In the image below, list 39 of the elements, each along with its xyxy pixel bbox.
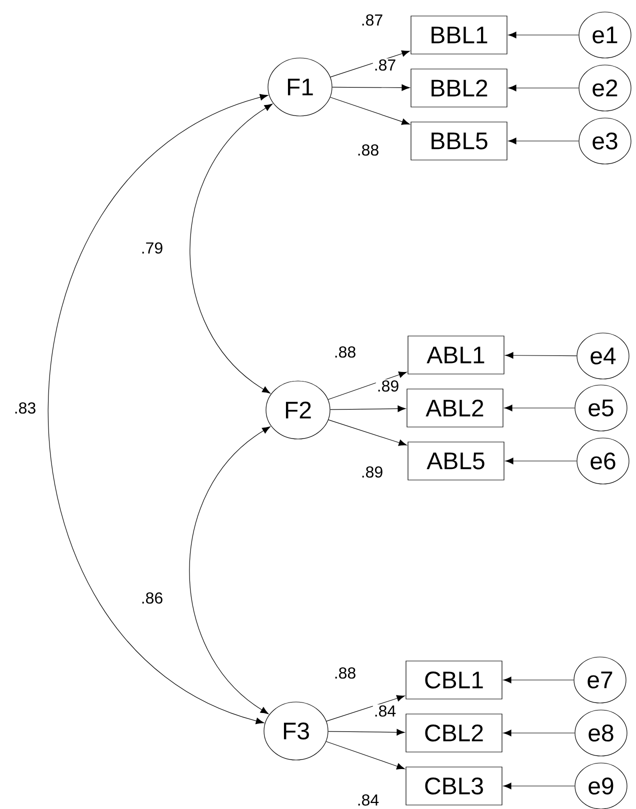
path-arrow (508, 84, 579, 92)
edge-label: .89 (376, 379, 400, 393)
indicator-box: BBL2 (410, 68, 508, 108)
path-arrow (326, 695, 405, 722)
edge-label: .84 (356, 793, 380, 807)
path-arrow (508, 32, 579, 38)
indicator-box: ABL5 (408, 442, 504, 480)
edge-label: .84 (372, 704, 398, 718)
path-arrow (330, 96, 410, 125)
edge-label: .79 (140, 241, 164, 255)
edge-label: .88 (332, 666, 358, 680)
path-arrow (326, 741, 405, 770)
edge-label: .88 (332, 345, 358, 359)
indicator-box: ABL2 (406, 388, 504, 428)
path-arrow (330, 405, 406, 412)
path-arrow (505, 458, 577, 464)
path-arrow (503, 782, 575, 790)
indicator-box: CBL3 (406, 766, 502, 806)
indicator-box: BBL5 (410, 122, 508, 160)
edge-label: .87 (360, 13, 384, 27)
edge-label: .89 (360, 465, 384, 479)
indicator-box: CBL2 (406, 714, 502, 752)
covariance-arrow (190, 104, 273, 394)
edge-label: .86 (140, 591, 164, 605)
path-arrow (504, 404, 575, 412)
path-arrow (328, 420, 407, 446)
path-arrow (332, 84, 410, 91)
indicator-box: ABL1 (408, 336, 504, 374)
path-arrow (503, 730, 575, 736)
edge-label: .88 (356, 143, 380, 157)
edge-label: .83 (12, 401, 38, 415)
covariance-arrow (189, 426, 270, 714)
path-arrow (508, 138, 579, 144)
edge-label: .87 (372, 58, 398, 72)
path-arrow (503, 676, 574, 684)
indicator-box: CBL1 (406, 660, 502, 700)
path-arrow (505, 352, 577, 359)
path-arrow (328, 729, 405, 736)
indicator-box: BBL1 (410, 16, 508, 54)
